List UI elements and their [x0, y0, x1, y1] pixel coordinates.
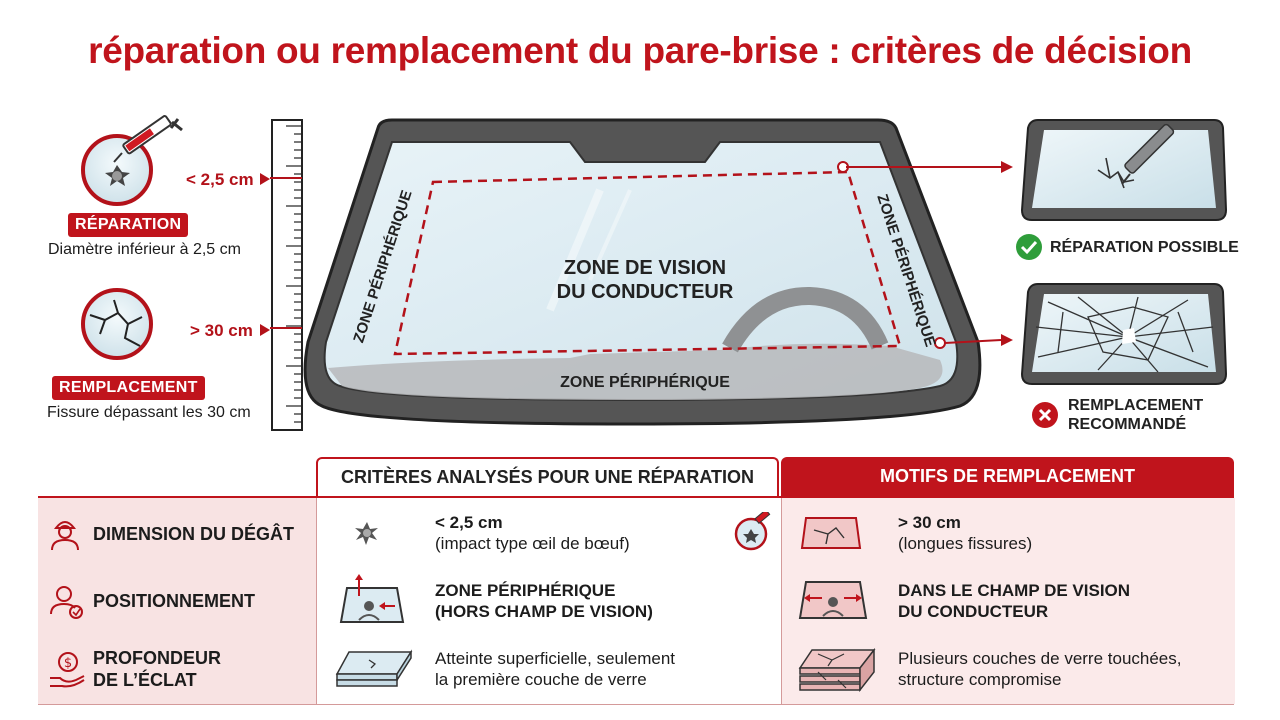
syringe-icon — [734, 512, 771, 551]
repair-threshold-label: < 2,5 cm — [186, 170, 254, 189]
arrow-right-icon — [260, 324, 270, 336]
table-row: $ PROFONDEUR DE L’ÉCLAT Atteinte superfi… — [38, 634, 1235, 705]
replace-caption: Fissure dépassant les 30 cm — [47, 404, 251, 421]
reasons-header: MOTIFS DE REMPLACEMENT — [781, 457, 1234, 496]
ruler-icon — [270, 119, 303, 431]
category-label: POSITIONNEMENT — [93, 591, 256, 611]
category-label: PROFONDEUR DE L’ÉCLAT — [93, 648, 222, 690]
syringe-icon — [113, 115, 183, 163]
crack-icon — [800, 517, 862, 549]
person-target-icon — [50, 586, 83, 619]
windshield-diagram — [303, 118, 982, 426]
vision-zone-label: ZONE DE VISION DU CONDUCTEUR — [556, 257, 734, 303]
left-panel-graphics — [81, 115, 183, 360]
replace-badge: REMPLACEMENT — [52, 376, 205, 400]
syringe-icon — [1121, 123, 1175, 185]
right-panel-graphics — [1020, 119, 1228, 385]
shattered-glass-icon — [1035, 296, 1214, 373]
criteria-header: CRITÈRES ANALYSÉS POUR UNE RÉPARATION — [316, 457, 779, 496]
repair-caption: Diamètre inférieur à 2,5 cm — [48, 241, 241, 258]
pointer-arrows — [846, 161, 1013, 346]
impact-icon — [355, 522, 378, 545]
impact-icon — [81, 134, 153, 206]
glass-layers-icon — [335, 649, 413, 687]
glass-layers-icon — [798, 647, 876, 693]
category-label: DIMENSION DU DÉGÂT — [93, 524, 295, 544]
page-title: réparation ou remplacement du pare-brise… — [88, 30, 1192, 71]
cross-icon — [1032, 402, 1058, 428]
peripheral-bottom-label: ZONE PÉRIPHÉRIQUE — [560, 374, 730, 391]
svg-text:$: $ — [64, 656, 72, 671]
windshield-vision-icon — [798, 581, 868, 619]
repair-status: RÉPARATION POSSIBLE — [1050, 239, 1239, 256]
replace-threshold-label: > 30 cm — [190, 321, 253, 340]
repair-badge: RÉPARATION — [68, 213, 189, 237]
table-row: DIMENSION DU DÉGÂT < 2,5 cm (impact type… — [38, 498, 1235, 567]
windshield-peripheral-icon — [339, 574, 405, 623]
arrow-right-icon — [260, 173, 270, 185]
replace-status: REMPLACEMENT RECOMMANDÉ — [1068, 397, 1204, 433]
table-row: POSITIONNEMENT ZONE PÉRIPHÉRIQUE (HORS C… — [38, 566, 1235, 635]
money-hand-icon: $ — [50, 652, 85, 688]
decision-table: DIMENSION DU DÉGÂT < 2,5 cm (impact type… — [38, 496, 1235, 705]
check-icon — [1016, 234, 1042, 260]
worker-icon — [51, 521, 79, 551]
crack-icon — [81, 288, 153, 360]
